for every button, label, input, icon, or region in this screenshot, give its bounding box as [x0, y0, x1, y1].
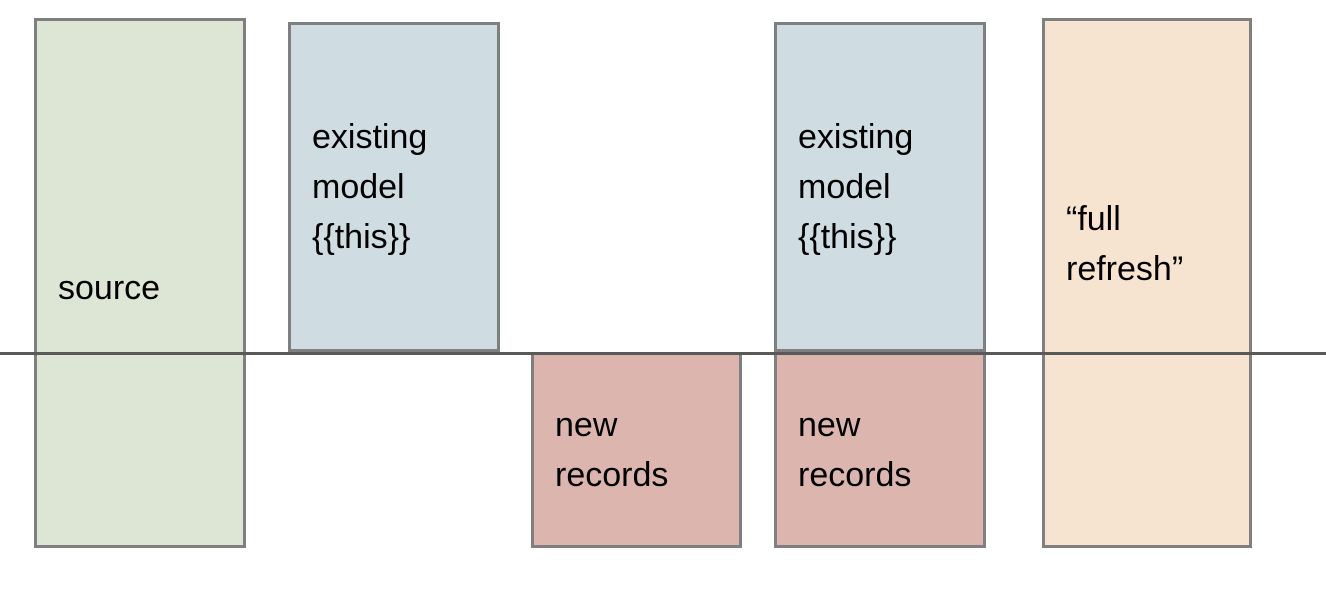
node-new-records-1-label: new records: [555, 406, 669, 494]
node-full-refresh: “full refresh”: [1042, 18, 1252, 548]
node-existing-model-2: existing model {{this}}: [774, 22, 986, 352]
node-existing-model-1: existing model {{this}}: [288, 22, 500, 352]
node-source: source: [34, 18, 246, 548]
node-existing-model-2-label: existing model {{this}}: [798, 118, 914, 256]
horizontal-baseline: [0, 352, 1326, 355]
node-new-records-2: new records: [774, 352, 986, 548]
node-new-records-1: new records: [531, 352, 742, 548]
node-existing-model-1-label: existing model {{this}}: [312, 118, 428, 256]
node-source-label: source: [58, 269, 161, 307]
node-new-records-2-label: new records: [798, 406, 912, 494]
node-full-refresh-label: “full refresh”: [1066, 200, 1184, 288]
